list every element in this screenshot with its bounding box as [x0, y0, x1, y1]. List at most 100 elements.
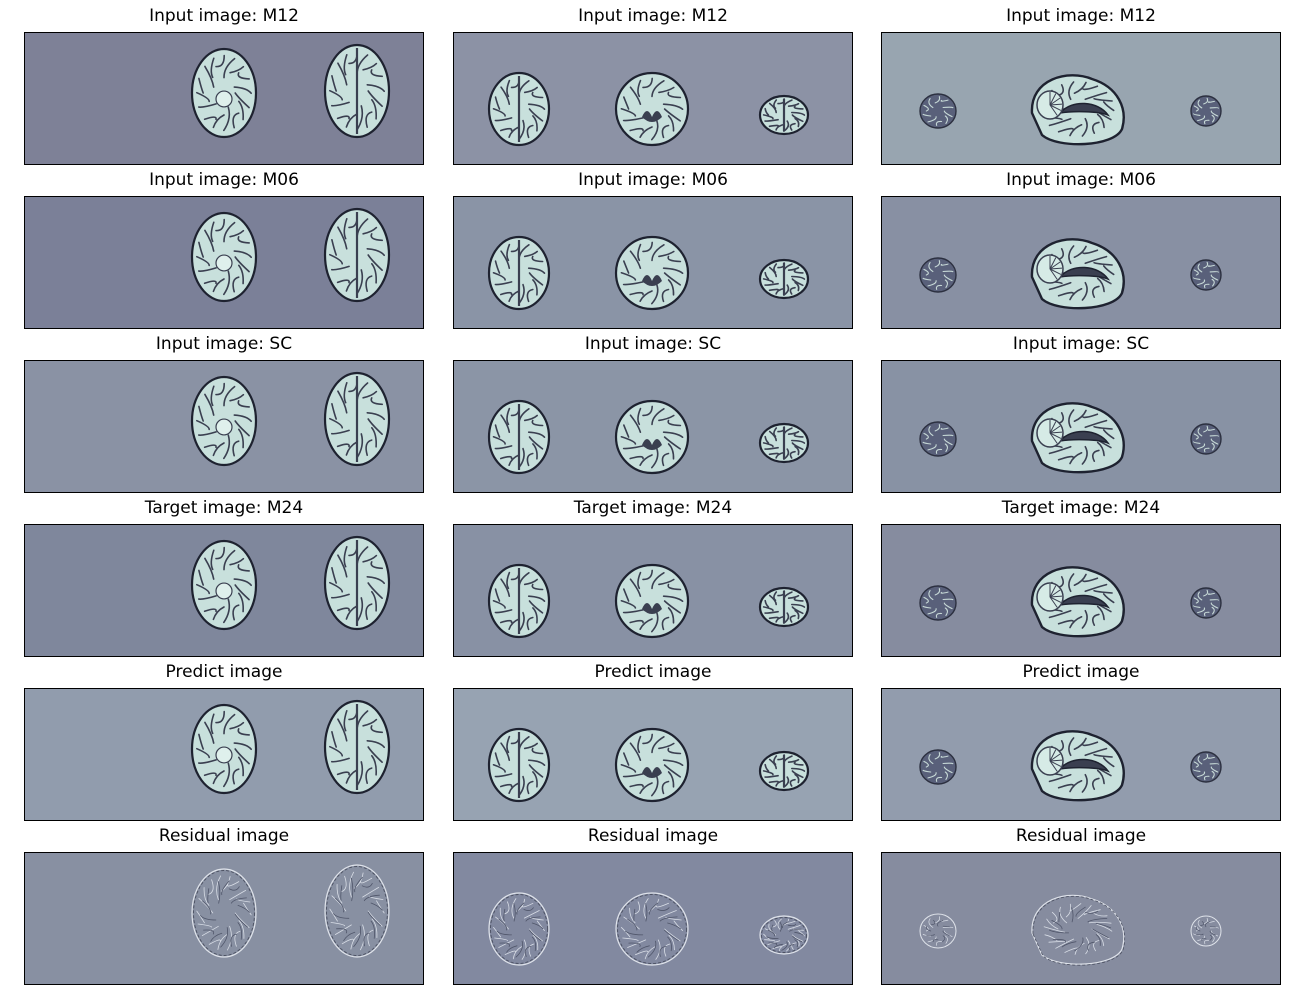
panel-title: Target image: M24 [573, 498, 733, 518]
coronal-slice-posterior [487, 235, 551, 311]
mri-slice-image [25, 197, 423, 328]
axial-slice-upper [323, 699, 391, 795]
axial-slice-lower [190, 211, 258, 303]
panel-title: Residual image [1015, 826, 1147, 846]
input-m12-cell-1: Input image: M12 [24, 0, 424, 165]
panel-title: Target image: M24 [144, 498, 304, 518]
input-sc-cell-1: Input image: SC [24, 328, 424, 493]
panel-title: Input image: M12 [149, 6, 299, 26]
predict-cell-1: Predict image [24, 656, 424, 821]
axial-slice-upper [323, 207, 391, 303]
target-m24-image-panel [24, 524, 424, 657]
panel-title: Predict image [594, 662, 712, 682]
coronal-slice-anterior [758, 586, 810, 628]
axial-slice-upper [323, 535, 391, 631]
panel-title: Input image: M06 [149, 170, 299, 190]
sagittal-lateral-left [919, 913, 957, 949]
predict-cell-2: Predict image [453, 656, 853, 821]
residual-image-panel [881, 852, 1281, 985]
mri-slice-image [454, 525, 852, 656]
panel-title: Input image: SC [584, 334, 722, 354]
axial-slice-lower [190, 539, 258, 631]
mri-slice-image [454, 197, 852, 328]
sagittal-lateral-left [919, 749, 957, 785]
coronal-slice-middle [614, 727, 690, 803]
mri-slice-image [454, 33, 852, 164]
input-m06-image-panel [881, 196, 1281, 329]
residual-image-panel [453, 852, 853, 985]
input-m12-cell-3: Input image: M12 [881, 0, 1281, 165]
mri-slice-image [882, 525, 1280, 656]
axial-slice-lower [190, 47, 258, 139]
mri-slice-image [882, 197, 1280, 328]
input-m06-image-panel [453, 196, 853, 329]
axial-slice-upper [323, 43, 391, 139]
coronal-slice-middle [614, 235, 690, 311]
predict-image-panel [881, 688, 1281, 821]
sagittal-slice [1030, 730, 1125, 802]
axial-slice-lower [190, 703, 258, 795]
panel-title: Predict image [165, 662, 283, 682]
sagittal-slice [1030, 238, 1125, 310]
input-sc-image-panel [881, 360, 1281, 493]
sagittal-slice [1030, 566, 1125, 638]
target-m24-cell-1: Target image: M24 [24, 492, 424, 657]
coronal-slice-anterior [758, 422, 810, 464]
coronal-slice-middle [615, 892, 689, 966]
sagittal-lateral-right [1190, 751, 1222, 783]
sagittal-lateral-left [919, 257, 957, 293]
panel-title: Target image: M24 [1001, 498, 1161, 518]
coronal-slice-posterior [487, 563, 551, 639]
coronal-slice-posterior [487, 727, 551, 803]
panel-title: Input image: SC [155, 334, 293, 354]
residual-image-panel [24, 852, 424, 985]
sagittal-lateral-right [1190, 915, 1222, 947]
predict-image-panel [24, 688, 424, 821]
input-sc-cell-3: Input image: SC [881, 328, 1281, 493]
target-m24-image-panel [881, 524, 1281, 657]
mri-slice-image [882, 33, 1280, 164]
sagittal-slice [1030, 402, 1125, 474]
sagittal-slice [1030, 74, 1125, 146]
sagittal-lateral-right [1190, 423, 1222, 455]
sagittal-lateral-left [919, 585, 957, 621]
input-m12-image-panel [453, 32, 853, 165]
mri-slice-image [454, 361, 852, 492]
axial-slice-lower [191, 868, 257, 958]
mri-slice-image [882, 853, 1280, 984]
input-sc-image-panel [453, 360, 853, 493]
input-m06-cell-2: Input image: M06 [453, 164, 853, 329]
coronal-slice-anterior [758, 258, 810, 300]
residual-cell-3: Residual image [881, 820, 1281, 985]
sagittal-lateral-right [1190, 259, 1222, 291]
input-m06-image-panel [24, 196, 424, 329]
sagittal-lateral-right [1190, 587, 1222, 619]
panel-title: Input image: M06 [578, 170, 728, 190]
predict-cell-3: Predict image [881, 656, 1281, 821]
image-background [454, 853, 852, 984]
panel-title: Input image: M06 [1006, 170, 1156, 190]
coronal-slice-middle [614, 563, 690, 639]
mri-slice-image [25, 33, 423, 164]
input-m06-cell-3: Input image: M06 [881, 164, 1281, 329]
coronal-slice-posterior [488, 892, 550, 966]
mri-slice-image [882, 361, 1280, 492]
panel-title: Input image: M12 [1006, 6, 1156, 26]
sagittal-lateral-left [919, 93, 957, 129]
input-m12-image-panel [24, 32, 424, 165]
coronal-slice-anterior [758, 94, 810, 136]
mri-slice-image [25, 853, 423, 984]
panel-title: Residual image [587, 826, 719, 846]
sagittal-slice [1031, 894, 1126, 966]
input-m12-cell-2: Input image: M12 [453, 0, 853, 165]
input-m12-image-panel [881, 32, 1281, 165]
axial-slice-upper [323, 371, 391, 467]
coronal-slice-anterior [758, 750, 810, 792]
coronal-slice-middle [614, 71, 690, 147]
sagittal-lateral-left [919, 421, 957, 457]
residual-cell-1: Residual image [24, 820, 424, 985]
coronal-slice-anterior [759, 915, 809, 955]
mri-slice-image [454, 689, 852, 820]
coronal-slice-posterior [487, 399, 551, 475]
input-m06-cell-1: Input image: M06 [24, 164, 424, 329]
